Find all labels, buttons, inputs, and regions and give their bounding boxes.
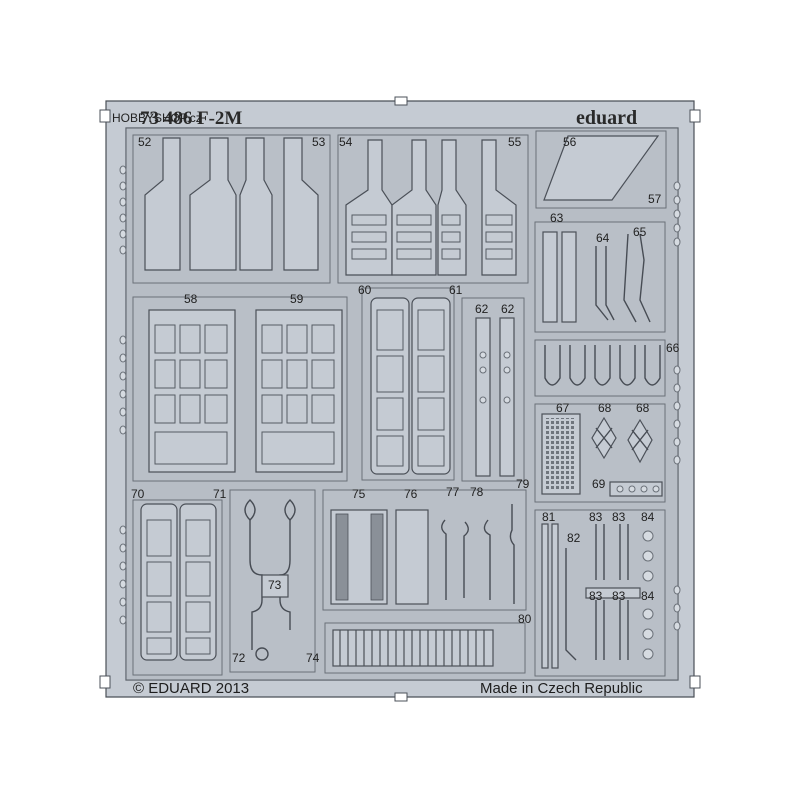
part-label: 80: [518, 612, 532, 626]
part-label: 84: [641, 510, 655, 524]
parts-72-73: [244, 499, 296, 661]
part-label: 82: [567, 531, 581, 545]
part-label: 66: [666, 341, 680, 355]
part-label: 57: [648, 192, 662, 206]
part-label: 56: [563, 135, 577, 149]
parts-75-76: [330, 509, 429, 605]
part-label: 79: [516, 477, 530, 491]
part-label: 75: [352, 487, 366, 501]
parts-84: [642, 530, 654, 660]
copyright-text: © EDUARD 2013: [133, 680, 249, 697]
part-label: 73: [268, 578, 282, 592]
part-label: 83: [612, 589, 626, 603]
watermark-text: HOBBYSHOP.cz: [112, 111, 202, 125]
part-label: 69: [592, 477, 606, 491]
part-label: 52: [138, 135, 152, 149]
part-label: 67: [556, 401, 570, 415]
part-label: 83: [589, 589, 603, 603]
part-label: 64: [596, 231, 610, 245]
parts-81: [541, 523, 577, 669]
part-label: 63: [550, 211, 564, 225]
panel-62: [461, 297, 525, 482]
part-label: 83: [612, 510, 626, 524]
part-label: 54: [339, 135, 353, 149]
parts-74-teeth: [339, 630, 485, 666]
parts-83: [585, 524, 641, 660]
parts-70-71: [140, 503, 217, 661]
part-label: 71: [213, 487, 227, 501]
parts-63-65: [542, 231, 651, 323]
parts-77-79: [441, 504, 515, 604]
part-label: 72: [232, 651, 246, 665]
parts-74: [332, 629, 494, 667]
part-label: 70: [131, 487, 145, 501]
part-label: 61: [449, 283, 463, 297]
parts-67: [541, 413, 581, 495]
part-label: 62: [501, 302, 515, 316]
parts-68: [591, 416, 653, 464]
catalog-header: 73 486 F-2M: [140, 108, 242, 129]
part-label: 58: [184, 292, 198, 306]
edge-drop-holes: [119, 165, 681, 631]
origin-text: Made in Czech Republic: [480, 680, 643, 697]
part-label: 62: [475, 302, 489, 316]
part-label: 65: [633, 225, 647, 239]
part-label: 77: [446, 485, 460, 499]
part-label: 78: [470, 485, 484, 499]
parts-62: [475, 317, 515, 477]
parts-66: [544, 345, 661, 386]
part-56-57: [543, 135, 660, 201]
part-label: 84: [641, 589, 655, 603]
parts-52-53: [144, 137, 319, 271]
part-label: 68: [636, 401, 650, 415]
brand-logo: eduard: [576, 107, 637, 129]
part-label: 74: [306, 651, 320, 665]
parts-60-61: [370, 297, 451, 475]
parts-54-55: [345, 139, 517, 276]
part-label: 53: [312, 135, 326, 149]
part-label: 81: [542, 510, 556, 524]
frame-notches: [99, 96, 701, 702]
part-label: 59: [290, 292, 304, 306]
part-label: 55: [508, 135, 522, 149]
part-label: 68: [598, 401, 612, 415]
parts-58-59: [148, 309, 343, 473]
part-number-labels: 52 53 54 55 56 57 58 59 60 61 62 62 63 6…: [131, 135, 680, 665]
part-label: 76: [404, 487, 418, 501]
parts-69: [609, 481, 663, 497]
part-label: 83: [589, 510, 603, 524]
part-label: 60: [358, 283, 372, 297]
panel-66: [534, 339, 666, 397]
